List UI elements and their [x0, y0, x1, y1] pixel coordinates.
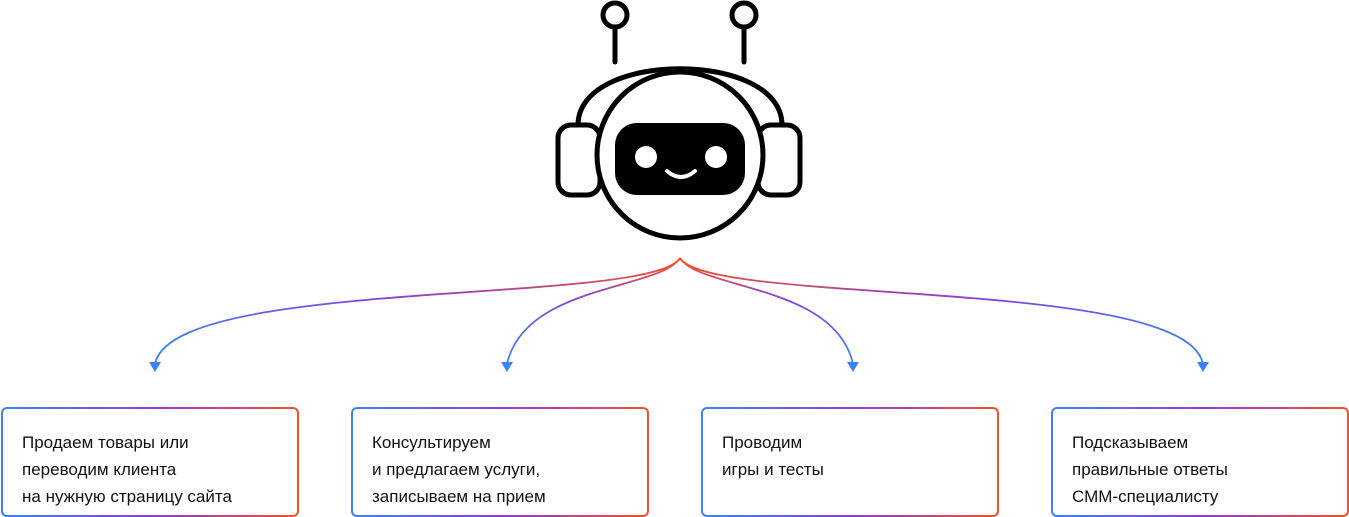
arrow-down-icon — [1197, 362, 1209, 372]
robot-headset-icon — [555, 0, 803, 241]
arrow-down-icon — [847, 362, 859, 372]
connector-2 — [501, 257, 681, 372]
left-ear-cup-icon — [555, 122, 603, 198]
right-antenna-ball-icon — [729, 0, 759, 30]
smile-icon — [665, 169, 697, 179]
headband-icon — [575, 66, 785, 128]
card-consulting: Консультируем и предлагаем услуги, запис… — [351, 407, 649, 517]
arrow-down-icon — [501, 362, 513, 372]
left-eye-icon — [635, 146, 657, 168]
arrow-down-icon — [149, 362, 161, 372]
left-antenna-ball-icon — [600, 0, 630, 30]
robot-face-icon — [615, 123, 745, 195]
card-text: Консультируем и предлагаем услуги, запис… — [372, 433, 546, 506]
connector-4 — [679, 257, 1209, 372]
card-smm-hints: Подсказываем правильные ответы СММ-специ… — [1051, 407, 1349, 517]
card-text: Подсказываем правильные ответы СММ-специ… — [1072, 433, 1228, 506]
card-text: Продаем товары или переводим клиента на … — [22, 433, 232, 506]
card-games: Проводим игры и тесты — [701, 407, 999, 517]
card-sales: Продаем товары или переводим клиента на … — [1, 407, 299, 517]
connector-3 — [679, 257, 859, 372]
card-text: Проводим игры и тесты — [722, 433, 824, 479]
connector-1 — [149, 257, 681, 372]
right-eye-icon — [705, 146, 727, 168]
